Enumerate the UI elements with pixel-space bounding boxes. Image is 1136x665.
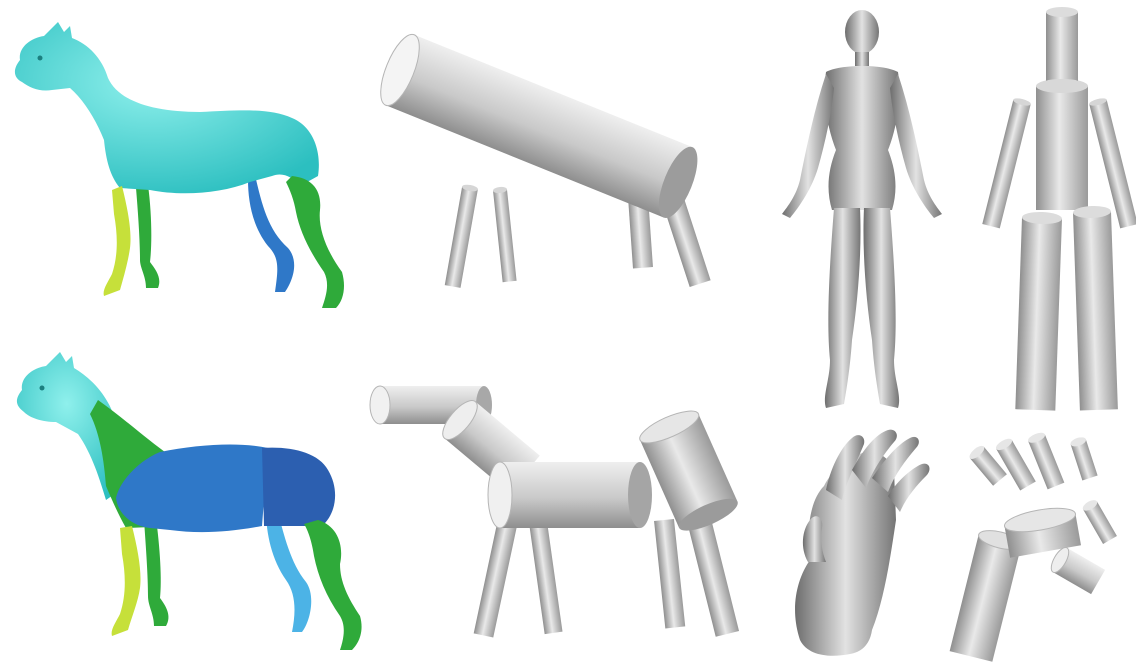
cylinder-thumb: [1048, 545, 1105, 594]
horse-segmented-coarse: [15, 22, 344, 308]
horse-hind-leg-near: [286, 176, 344, 308]
cylinder-arm-left: [982, 97, 1031, 228]
hand-cylinders: [950, 431, 1117, 662]
cylinder-front-leg-left: [445, 184, 479, 288]
horse-hind-leg-far: [248, 175, 294, 292]
cylinder-hip-horse: [636, 405, 742, 537]
horse-front-leg-far-fine: [144, 518, 168, 626]
human-neck: [855, 52, 869, 66]
cylinder-finger-4: [1069, 436, 1097, 481]
horse-rear-torso: [262, 448, 335, 526]
cylinder-torso: [373, 30, 706, 223]
cylinder-leg-right: [1073, 205, 1118, 410]
hand-mesh: [795, 430, 929, 656]
cylinder-front-leg-2: [529, 521, 562, 634]
human-torso: [825, 66, 900, 210]
cylinder-hind-leg-1: [654, 519, 685, 628]
horse-front-leg-near: [104, 186, 131, 296]
horse-eye-fine: [40, 386, 45, 391]
cylinder-head: [1046, 7, 1078, 86]
human-mesh: [782, 10, 942, 408]
horse-cylinders-coarse: [373, 30, 711, 288]
horse-hind-leg-near-fine: [304, 520, 362, 650]
cylinder-finger-5: [1081, 498, 1117, 544]
horse-torso: [15, 22, 319, 193]
cylinder-body-horse: [488, 462, 652, 528]
cylinder-front-leg-1: [474, 518, 518, 638]
cylinder-front-leg-right: [493, 186, 517, 282]
human-arm-right: [890, 74, 942, 218]
human-leg-right: [863, 208, 899, 408]
cylinder-leg-left: [1015, 211, 1062, 410]
human-head: [845, 10, 879, 54]
horse-cylinders-fine: [370, 386, 742, 638]
horse-front-leg-near-fine: [112, 526, 141, 636]
human-cylinders: [982, 7, 1136, 411]
horse-eye: [38, 56, 43, 61]
human-leg-left: [825, 208, 861, 408]
horse-front-leg-far: [136, 185, 159, 288]
horse-segmented-fine: [17, 352, 362, 650]
cylinder-torso-human: [1036, 79, 1088, 210]
human-arm-left: [782, 74, 834, 218]
